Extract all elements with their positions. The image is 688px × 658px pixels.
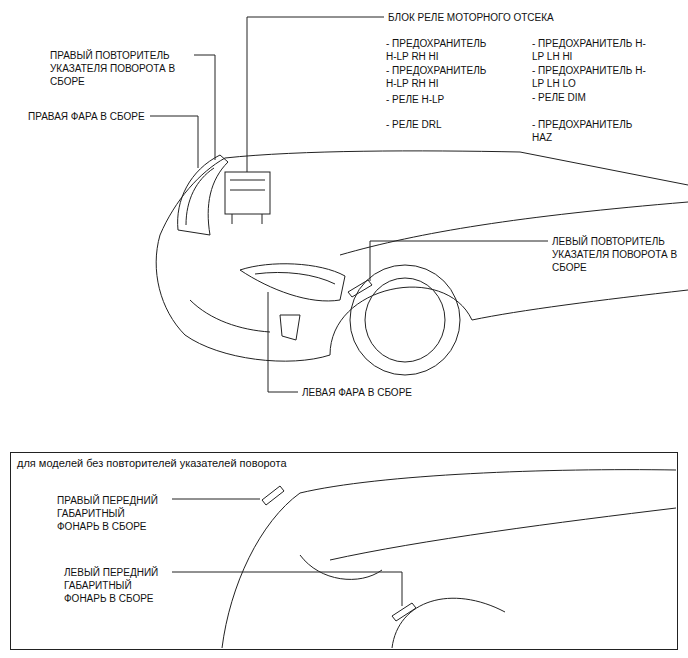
- left-repeater: [348, 280, 372, 297]
- part-label: - РЕЛЕ H-LP: [386, 93, 498, 106]
- wheel-arch: [392, 598, 505, 648]
- leader-line: [247, 17, 384, 172]
- part-label: ПРАВАЯ ФАРА В СБОРЕ: [28, 110, 148, 123]
- leader-line: [172, 572, 402, 606]
- part-label: - РЕЛЕ DRL: [386, 118, 498, 131]
- cowl-line: [520, 152, 688, 185]
- leader-line: [194, 55, 215, 160]
- fender-line: [330, 508, 676, 560]
- fender-line: [340, 202, 688, 255]
- hood-edge: [222, 470, 676, 648]
- left-headlight: [240, 264, 345, 301]
- part-label: ЛЕВЫЙ ПОВТОРИТЕЛЬ УКАЗАТЕЛЯ ПОВОРОТА В С…: [552, 235, 680, 274]
- part-label: - ПРЕДОХРАНИТЕЛЬ HAZ: [532, 118, 652, 144]
- part-label: - ПРЕДОХРАНИТЕЛЬ H-LP RH HI: [386, 64, 498, 90]
- wheel-rim: [365, 278, 445, 362]
- note-box: для моделей без повторителей указателей …: [10, 452, 678, 650]
- headlight-detail: [186, 168, 214, 225]
- bumper-crease: [190, 300, 270, 332]
- wheel-arch: [330, 287, 472, 355]
- note-heading: для моделей без повторителей указателей …: [11, 453, 323, 474]
- part-label: БЛОК РЕЛЕ МОТОРНОГО ОТСЕКА: [388, 11, 628, 24]
- relay-block: [225, 172, 270, 214]
- hood-edge: [160, 151, 520, 235]
- leader-line: [172, 499, 260, 500]
- headlight-edge: [300, 555, 382, 579]
- part-label: ПРАВЫЙ ПЕРЕДНИЙ ГАБАРИТНЫЙ ФОНАРЬ В СБОР…: [57, 494, 169, 533]
- headlight-detail: [255, 272, 335, 284]
- part-label: ПРАВЫЙ ПОВТОРИТЕЛЬ УКАЗАТЕЛЯ ПОВОРОТА В …: [50, 49, 192, 88]
- part-label: - ПРЕДОХРАНИТЕЛЬ H-LP LH LO: [532, 64, 652, 90]
- fog-opening: [280, 315, 300, 340]
- part-label: ЛЕВЫЙ ПЕРЕДНИЙ ГАБАРИТНЫЙ ФОНАРЬ В СБОРЕ: [64, 566, 170, 605]
- part-label: ЛЕВАЯ ФАРА В СБОРЕ: [302, 386, 442, 399]
- relay-detail: [230, 180, 265, 224]
- left-side-marker: [392, 603, 416, 621]
- leader-line: [150, 116, 198, 168]
- leader-line: [268, 292, 298, 392]
- part-label: - РЕЛЕ DIM: [532, 91, 652, 104]
- wheel: [350, 265, 460, 375]
- right-headlight: [178, 155, 228, 235]
- part-label: - ПРЕДОХРАНИТЕЛЬ H-LP LH HI: [532, 37, 652, 63]
- leader-line: [370, 241, 548, 281]
- part-label: - ПРЕДОХРАНИТЕЛЬ H-LP RH HI: [386, 37, 498, 63]
- right-side-marker: [262, 486, 284, 505]
- rocker-line: [472, 290, 688, 320]
